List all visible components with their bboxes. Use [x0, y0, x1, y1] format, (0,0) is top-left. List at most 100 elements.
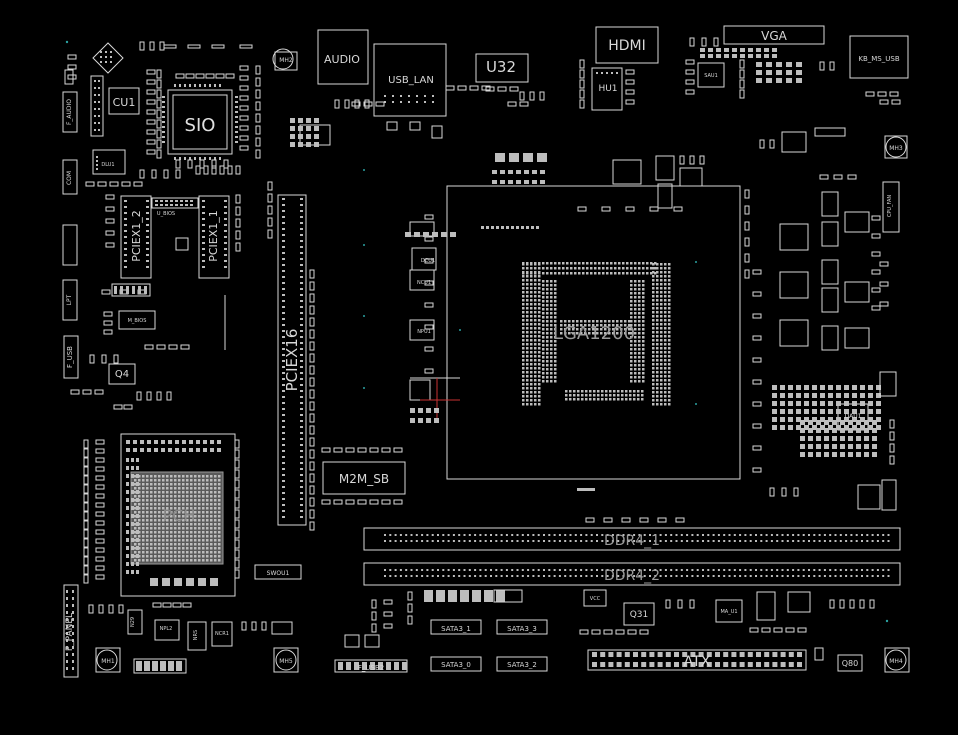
pcb-outline [844, 211, 870, 233]
passive-part [871, 233, 881, 239]
passive-part [255, 65, 261, 75]
passive-part [485, 86, 495, 92]
passive-part [146, 69, 156, 75]
passive-part [239, 105, 249, 111]
passive-part [239, 115, 249, 121]
via-dot [363, 244, 365, 246]
mh4-ring [885, 649, 907, 671]
cpu-socket-label: LGA1200 [553, 323, 635, 344]
passive-part [146, 139, 156, 145]
passive-part [309, 341, 315, 351]
passive-part [166, 391, 172, 401]
passive-part [752, 401, 762, 407]
passive-part [95, 493, 105, 499]
sata3-0-label: SATA3_0 [441, 661, 471, 669]
passive-part [234, 489, 240, 499]
cpu-pins-top [522, 262, 657, 275]
passive-part [146, 129, 156, 135]
passive-part [118, 604, 124, 614]
f-usb-label: F_USB [66, 346, 74, 368]
pcb-outline [409, 221, 435, 237]
pcb-outline [271, 621, 293, 635]
f-usb-header [63, 335, 79, 379]
passive-part [156, 149, 162, 159]
passive-part [393, 447, 403, 453]
sata3-1-connector [430, 619, 482, 635]
passive-part [879, 301, 889, 307]
passive-part [156, 89, 162, 99]
passive-part [83, 574, 89, 584]
passive-part [162, 602, 172, 608]
passive-part [891, 99, 901, 105]
passive-part [239, 135, 249, 141]
passive-part [234, 549, 240, 559]
passive-part [199, 159, 205, 169]
passive-part [95, 448, 105, 454]
passive-part [579, 79, 585, 89]
com-connector [62, 159, 78, 195]
u-bios-chip [151, 197, 199, 209]
nrs-chip [187, 621, 207, 651]
cpu-pins-inner-right [630, 280, 645, 383]
pad-array [96, 156, 98, 170]
pcb-outline [211, 44, 225, 49]
sio-pins-left [162, 96, 165, 143]
passive-part [585, 517, 595, 523]
f-audio-pins [94, 80, 100, 131]
passive-part [103, 329, 113, 335]
passive-part [673, 206, 683, 212]
passive-part [752, 423, 762, 429]
passive-part [369, 447, 379, 453]
passive-part [539, 91, 545, 101]
passive-part [364, 99, 370, 109]
passive-part [83, 565, 89, 575]
passive-part [665, 599, 671, 609]
mh1-mount [95, 647, 121, 673]
sata3-1-label: SATA3_1 [441, 625, 471, 633]
passive-part [321, 499, 331, 505]
passive-part [793, 487, 799, 497]
passive-part [88, 604, 94, 614]
passive-part [146, 119, 156, 125]
passive-part [615, 629, 625, 635]
pcb-outline [787, 591, 811, 613]
passive-part [344, 99, 350, 109]
passive-part [239, 145, 249, 151]
mh3-ring [885, 136, 907, 158]
pad-array [114, 286, 147, 294]
hdmi-connector [595, 26, 659, 64]
passive-part [752, 357, 762, 363]
passive-part [849, 599, 855, 609]
vga-connector [723, 25, 825, 45]
cpu-pins-inner-mid [560, 320, 631, 335]
small-chip [175, 237, 189, 251]
vga-support-caps [700, 48, 777, 58]
passive-part [83, 547, 89, 557]
pch-caps-top [126, 440, 221, 452]
pciex16-label: PCIEX16 [283, 329, 301, 392]
passive-part [113, 354, 119, 364]
passive-part [869, 599, 875, 609]
pad-array [136, 661, 182, 671]
passive-part [182, 602, 192, 608]
passive-part [163, 169, 169, 179]
passive-part [752, 291, 762, 297]
pcb-outline [781, 131, 807, 153]
pcb-outline [655, 155, 675, 181]
sata3-0-connector [430, 656, 482, 672]
passive-part [108, 604, 114, 614]
passive-part [83, 529, 89, 539]
passive-part [83, 466, 89, 476]
pad-array [384, 95, 434, 103]
passive-part [309, 269, 315, 279]
ma-u1-chip [715, 599, 743, 623]
passive-part [146, 89, 156, 95]
passive-part [381, 499, 391, 505]
passive-part [95, 484, 105, 490]
passive-part [95, 529, 105, 535]
passive-part [445, 85, 455, 91]
passive-part [877, 91, 887, 97]
passive-part [267, 229, 273, 239]
passive-part [67, 64, 77, 70]
passive-part [309, 353, 315, 363]
